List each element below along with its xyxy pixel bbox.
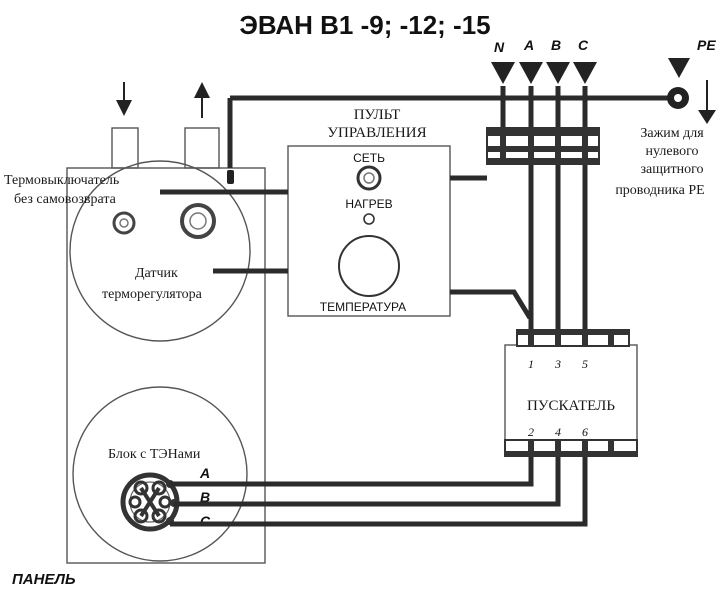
- contactor-terminal-3: 3: [554, 357, 561, 371]
- pe-clamp-label-2: нулевого: [646, 144, 699, 159]
- thermal-switch-icon: [112, 211, 136, 235]
- terminal-block: [486, 127, 600, 165]
- phase-input-arrows-icon: [491, 62, 597, 84]
- panel-body: [66, 167, 266, 564]
- contactor-terminal-5: 5: [582, 357, 588, 371]
- power-indicator-icon: [356, 165, 382, 191]
- thermal-switch-label-2: без самовозврата: [14, 192, 117, 207]
- contactor-terminal-4: 4: [555, 425, 561, 439]
- pe-clamp-label-1: Зажим для: [640, 126, 704, 141]
- panel-label: ПАНЕЛЬ: [12, 571, 76, 588]
- lower-flange: [72, 386, 248, 562]
- phase-n-label: N: [494, 39, 505, 55]
- sensor-label-1: Датчик: [135, 266, 178, 281]
- contactor-label: ПУСКАТЕЛЬ: [527, 398, 615, 414]
- phase-a-label: A: [523, 37, 534, 53]
- control-panel-title-2: УПРАВЛЕНИЯ: [327, 125, 426, 141]
- power-label: СЕТЬ: [353, 151, 385, 165]
- control-panel-box: [287, 145, 451, 317]
- contactor-terminal-2: 2: [528, 425, 534, 439]
- pe-terminal-icon: [667, 58, 716, 124]
- sensor-icon: [180, 203, 216, 239]
- heater-phase-b: B: [200, 489, 210, 505]
- temperature-label: ТЕМПЕРАТУРА: [320, 300, 406, 314]
- pe-clamp-label-4: проводника PE: [615, 183, 704, 198]
- contactor: [504, 329, 638, 457]
- control-panel-title-1: ПУЛЬТ: [354, 107, 401, 123]
- phase-c-label: C: [578, 37, 589, 53]
- heater-block-label: Блок с ТЭНами: [108, 447, 201, 462]
- phase-b-label: B: [551, 37, 561, 53]
- contactor-terminal-1: 1: [528, 357, 534, 371]
- temperature-knob-icon: [338, 235, 400, 297]
- outlet-pipe: [184, 127, 220, 169]
- heater-phase-a: A: [199, 465, 210, 481]
- sensor-label-2: терморегулятора: [102, 287, 203, 302]
- outlet-arrow-icon: [194, 82, 210, 118]
- diagram-title: ЭВАН В1 -9; -12; -15: [239, 10, 490, 40]
- heater-phase-c: C: [200, 513, 211, 529]
- wiring: [160, 86, 672, 527]
- thermal-switch-label-1: Термовыключатель: [4, 173, 119, 188]
- pe-label: PE: [697, 37, 716, 53]
- heating-indicator-icon: [363, 213, 375, 225]
- inlet-pipe: [111, 127, 139, 169]
- pe-clamp-label-3: защитного: [640, 162, 703, 177]
- control-panel-title-bg: [318, 104, 436, 142]
- inlet-arrow-icon: [116, 82, 132, 116]
- upper-flange: [69, 160, 251, 342]
- heater-block-icon: [120, 472, 180, 532]
- heating-label: НАГРЕВ: [345, 197, 392, 211]
- contactor-terminal-6: 6: [582, 425, 588, 439]
